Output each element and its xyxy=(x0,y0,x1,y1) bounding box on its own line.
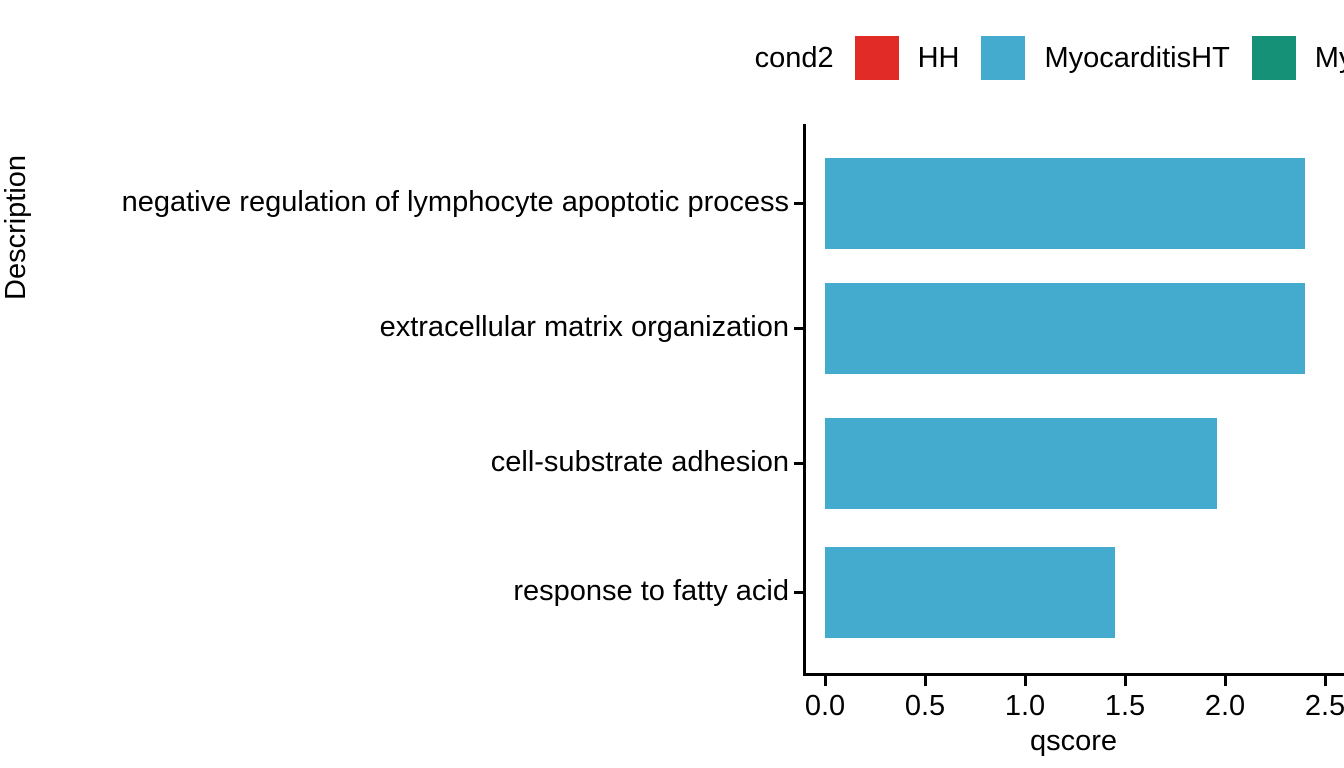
x-tick-mark-5 xyxy=(1324,676,1327,686)
legend: cond2 HH MyocarditisHT Myocard xyxy=(0,28,1344,88)
x-axis-line xyxy=(803,673,1344,676)
y-tick-label-0: negative regulation of lymphocyte apopto… xyxy=(121,186,789,218)
x-tick-mark-2 xyxy=(1024,676,1027,686)
x-tick-mark-4 xyxy=(1224,676,1227,686)
bar-extracellular-matrix-organization[interactable] xyxy=(825,282,1305,374)
x-tick-label-0: 0.0 xyxy=(804,690,846,722)
y-tick-mark-2 xyxy=(794,462,803,465)
bar-cell-substrate-adhesion[interactable] xyxy=(825,417,1217,509)
bar-negative-regulation-of-lymphocyte-apoptotic-process[interactable] xyxy=(825,157,1305,249)
legend-swatch-myocarditis-third xyxy=(1251,36,1296,80)
x-tick-label-1: 0.5 xyxy=(904,690,946,722)
legend-swatch-hh xyxy=(854,36,899,80)
legend-label-myocarditis-third: Myocard xyxy=(1314,41,1344,74)
y-tick-mark-0 xyxy=(794,202,803,205)
y-tick-label-1: extracellular matrix organization xyxy=(379,311,789,343)
y-tick-mark-3 xyxy=(794,591,803,594)
x-axis-title: qscore xyxy=(1029,725,1118,757)
legend-label-myocarditisht: MyocarditisHT xyxy=(1044,41,1230,74)
legend-label-hh: HH xyxy=(917,41,960,74)
y-axis-title: Description xyxy=(0,154,32,300)
y-tick-label-2: cell-substrate adhesion xyxy=(490,446,789,478)
legend-swatch-myocarditisht xyxy=(981,36,1026,80)
x-tick-label-4: 2.0 xyxy=(1204,690,1246,722)
legend-items-container: cond2 HH MyocarditisHT Myocard xyxy=(755,36,1344,80)
legend-title: cond2 xyxy=(754,41,834,74)
y-tick-label-3: response to fatty acid xyxy=(513,575,789,607)
plot-area xyxy=(825,124,1344,673)
x-tick-mark-1 xyxy=(924,676,927,686)
x-tick-label-3: 1.5 xyxy=(1104,690,1146,722)
x-tick-mark-0 xyxy=(824,676,827,686)
x-tick-label-5: 2.5 xyxy=(1304,690,1344,722)
y-axis-line xyxy=(803,124,806,676)
legend-item-myocarditisht[interactable]: MyocarditisHT xyxy=(981,36,1230,80)
x-tick-mark-3 xyxy=(1124,676,1127,686)
bar-response-to-fatty-acid[interactable] xyxy=(825,546,1115,638)
y-tick-mark-1 xyxy=(794,327,803,330)
x-tick-label-2: 1.0 xyxy=(1004,690,1046,722)
legend-item-hh[interactable]: HH xyxy=(854,36,960,80)
legend-item-myocarditis-third[interactable]: Myocard xyxy=(1251,36,1344,80)
